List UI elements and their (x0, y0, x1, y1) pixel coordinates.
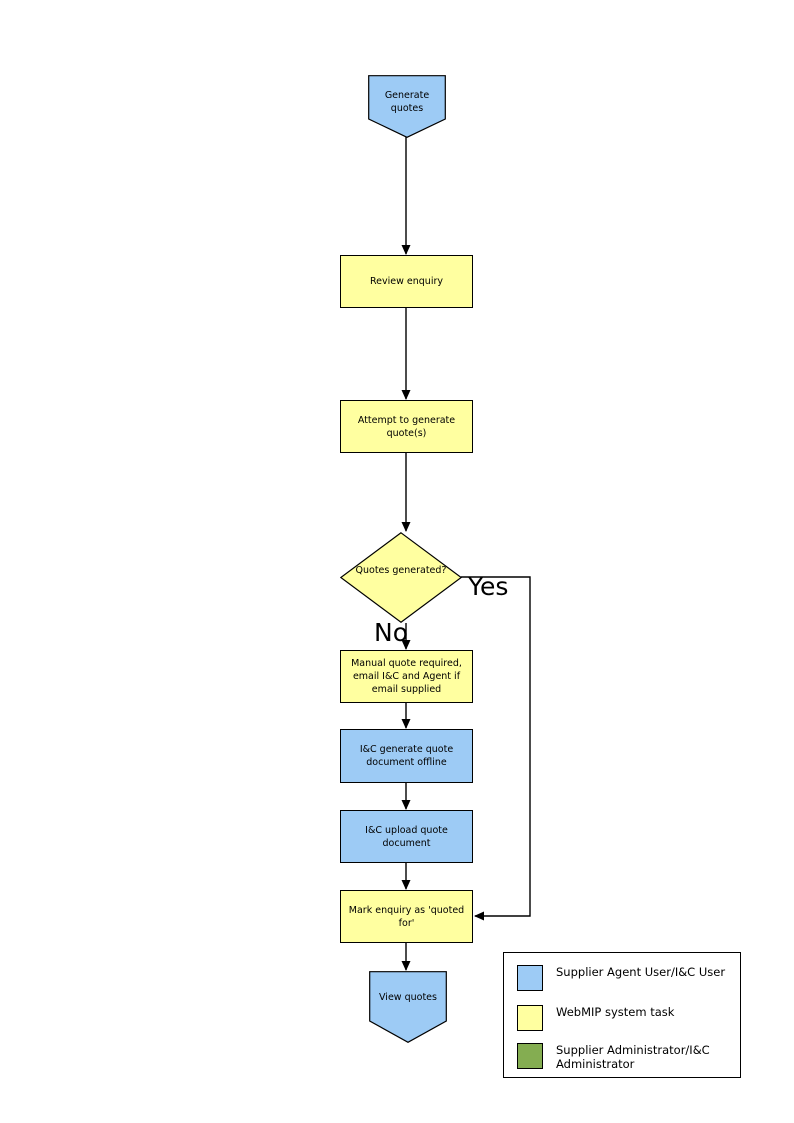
edge-label-yes: Yes (468, 572, 509, 601)
node-attempt-generate-quotes[interactable]: Attempt to generate quote(s) (340, 400, 473, 453)
legend-swatch-icon (517, 965, 543, 991)
edge-label-no: No (374, 618, 408, 647)
node-label: Attempt to generate quote(s) (357, 414, 456, 439)
node-label: View quotes (379, 992, 437, 1003)
pentagon-shape (369, 971, 447, 1043)
legend-item-system-task: WebMIP system task (517, 1005, 674, 1031)
edge-decision-yes-to-mark (461, 576, 531, 921)
node-label: Mark enquiry as 'quoted for' (348, 904, 465, 929)
pentagon-shape (368, 75, 446, 138)
node-review-enquiry[interactable]: Review enquiry (340, 255, 473, 308)
node-label: Generate quotes (384, 90, 430, 114)
legend-item-label: Supplier Administrator/I&C Administrator (556, 1043, 710, 1071)
node-label: Quotes generated? (355, 565, 447, 576)
legend-item-admin-task: Supplier Administrator/I&C Administrator (517, 1043, 736, 1071)
node-label: Review enquiry (370, 276, 443, 287)
node-view-quotes[interactable]: View quotes (369, 971, 447, 1043)
node-generate-quotes[interactable]: Generate quotes (368, 75, 446, 138)
legend-item-label: Supplier Agent User/I&C User (556, 965, 726, 979)
legend-swatch-icon (517, 1005, 543, 1031)
legend-swatch-icon (517, 1043, 543, 1069)
diamond-shape (340, 532, 462, 623)
node-quotes-generated[interactable]: Quotes generated? (340, 532, 462, 623)
legend-item-user-task: Supplier Agent User/I&C User (517, 965, 725, 991)
node-label: I&C upload quote document (365, 824, 448, 849)
node-label: Manual quote required, email I&C and Age… (351, 658, 462, 695)
node-upload-quote-document[interactable]: I&C upload quote document (340, 810, 473, 863)
node-mark-enquiry-quoted[interactable]: Mark enquiry as 'quoted for' (340, 890, 473, 943)
legend-item-label: WebMIP system task (556, 1005, 675, 1019)
legend: Supplier Agent User/I&C User WebMIP syst… (503, 952, 741, 1078)
node-label: I&C generate quote document offline (359, 744, 454, 768)
node-manual-quote-required[interactable]: Manual quote required, email I&C and Age… (340, 650, 473, 703)
node-generate-quote-offline[interactable]: I&C generate quote document offline (340, 729, 473, 783)
